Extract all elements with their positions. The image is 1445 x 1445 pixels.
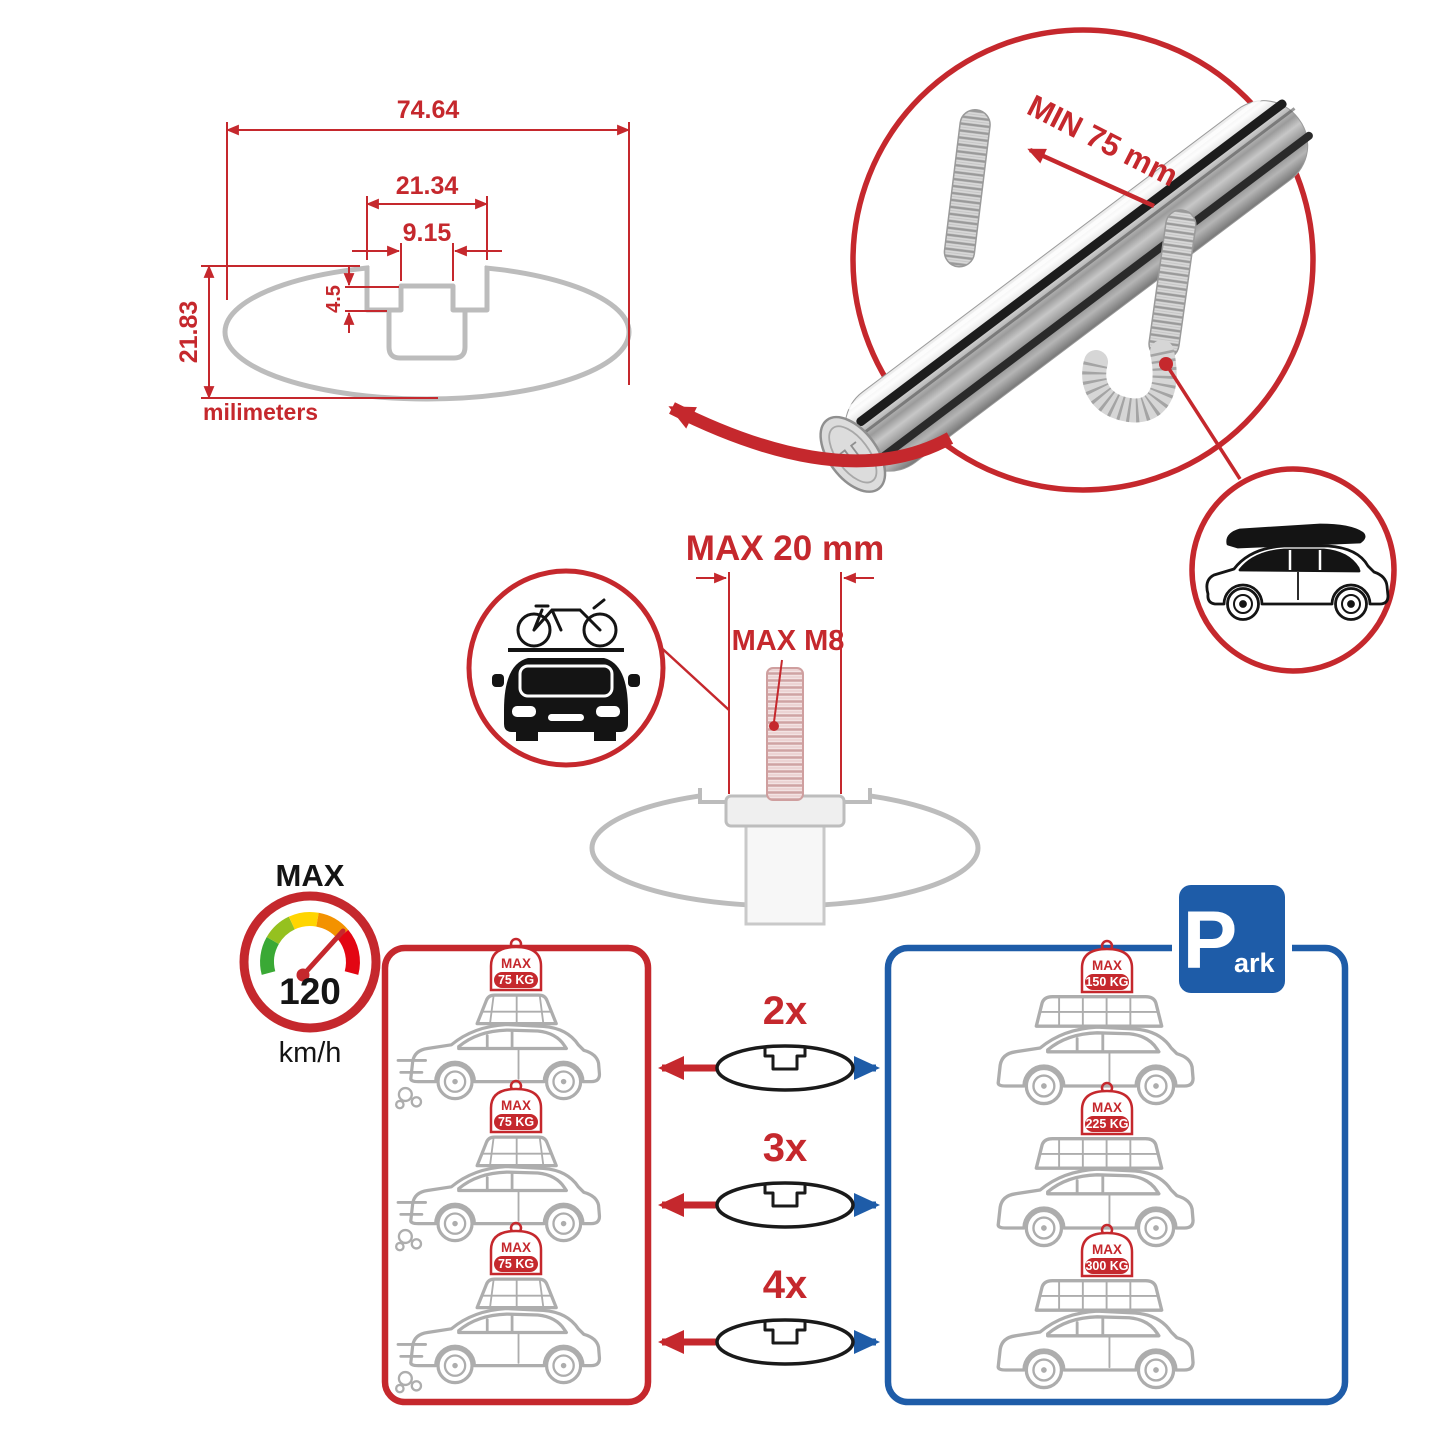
parking-sign-letter: P	[1183, 895, 1238, 986]
clamp-rod-left-icon	[943, 108, 991, 268]
tag-max-label: MAX	[1092, 958, 1122, 973]
callout-line	[1164, 363, 1242, 480]
multiplier-label: 4x	[763, 1263, 808, 1307]
windshield	[518, 664, 614, 698]
tag-value: 150 KG	[1085, 975, 1128, 989]
tag-max-label: MAX	[501, 1240, 531, 1255]
tag-value: 225 KG	[1085, 1117, 1128, 1131]
bolt-max-width-label: MAX 20 mm	[686, 529, 884, 568]
speed-value: 120	[279, 971, 341, 1012]
bolt-thread-label: MAX M8	[732, 625, 845, 657]
suv-roofbox-icon	[1205, 523, 1390, 621]
threaded-rod	[766, 667, 804, 801]
tag-max-label: MAX	[1092, 1100, 1122, 1115]
bolt-icon	[724, 667, 846, 926]
thread-callout-dot	[769, 721, 779, 731]
multiplier-label: 2x	[763, 989, 808, 1033]
gauge-hub	[296, 968, 310, 982]
crossbar-count-icon	[715, 1181, 855, 1229]
plate	[548, 714, 584, 721]
crossbar-count-icon	[715, 1318, 855, 1366]
slot-step-lines	[698, 788, 872, 804]
bolt-detail-section: MAX 20 mm MAX M8	[466, 529, 981, 926]
tag-max-label: MAX	[501, 956, 531, 971]
capacity-section: MAX 120 km/h MAX 75 KG MAX	[239, 858, 1349, 1406]
tag-max-label: MAX	[1092, 1242, 1122, 1257]
tag-max-label: MAX	[501, 1098, 531, 1113]
bike-wheel-icon	[516, 612, 552, 648]
cross-section-arrow-icon	[668, 402, 954, 468]
parking-sign-suffix: ark	[1234, 948, 1276, 978]
dim-slot-inner-label: 9.15	[403, 219, 452, 247]
dimension-lines	[201, 122, 631, 400]
load-tag: MAX 300 KG	[1080, 1223, 1134, 1278]
dim-slot-outer-label: 21.34	[396, 172, 459, 200]
bike-frame-icon	[532, 598, 606, 632]
tire-left	[516, 732, 538, 741]
bolt-dimension-lines	[696, 572, 874, 794]
speed-unit: km/h	[279, 1037, 342, 1069]
dim-step-label: 4.5	[323, 285, 345, 313]
t-slot-channel	[386, 310, 468, 361]
crossbar-count-icon	[715, 1044, 855, 1092]
speed-max-label: MAX	[276, 858, 345, 893]
crossbar-detail-section: MIN 75 mm	[668, 27, 1397, 674]
headlight-right	[596, 706, 620, 717]
mirror-right	[628, 674, 640, 687]
load-tag: MAX 75 KG	[489, 1221, 543, 1276]
parking-sign-panel	[1179, 885, 1285, 993]
bike-wheel-icon	[582, 612, 618, 648]
mirror-left	[492, 674, 504, 687]
tag-value: 75 KG	[498, 1115, 534, 1129]
tag-value: 75 KG	[498, 1257, 534, 1271]
load-tag: MAX 225 KG	[1080, 1081, 1134, 1136]
headlight-left	[512, 706, 536, 717]
parking-sign: P ark	[1172, 878, 1292, 1000]
load-tag: MAX 75 KG	[489, 937, 543, 992]
tag-value: 300 KG	[1085, 1259, 1128, 1273]
dim-width-label: 74.64	[397, 96, 460, 124]
tire-right	[594, 732, 616, 741]
load-tag: MAX 150 KG	[1080, 939, 1134, 994]
bolt-lower-block	[744, 822, 826, 926]
multiplier-label: 3x	[763, 1126, 808, 1170]
min-clamp-arrow-icon	[1027, 147, 1155, 209]
tag-value: 75 KG	[498, 973, 534, 987]
bike-car-icon	[492, 598, 640, 741]
load-tag: MAX 75 KG	[489, 1079, 543, 1134]
gauge-needle	[302, 928, 346, 976]
bike-callout-line	[654, 641, 730, 711]
cross-section-drawing: 74.64 21.34 9.15 4.5 21.83 milimeters	[175, 96, 632, 425]
multiplier-rows: 2x 3x 4x	[658, 989, 880, 1366]
speed-gauge-icon: MAX 120 km/h	[239, 858, 381, 1069]
unit-label: milimeters	[203, 399, 318, 425]
dim-height-label: 21.83	[175, 301, 203, 364]
slot-opening-mask	[369, 261, 485, 277]
crossbar-render	[819, 89, 1313, 493]
